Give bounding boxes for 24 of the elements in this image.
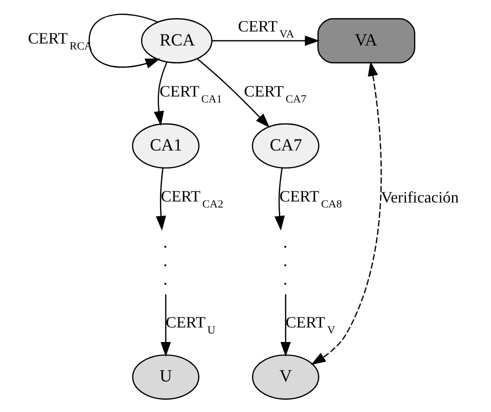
node-ellipse: CA7 [252, 122, 320, 168]
arrow [196, 58, 270, 128]
edge-label: CERT$_{CA8}$ [280, 188, 342, 210]
edge-label: CERT$_{CA1}$ [160, 82, 222, 105]
arrow [280, 294, 291, 356]
edge-label: CERT$_{VA}$ [238, 18, 294, 40]
arrow [154, 61, 168, 126]
arrow [311, 60, 382, 364]
node-ellipse: RCA [141, 18, 212, 63]
node-ellipse: U [132, 354, 200, 400]
node-ellipse: CA1 [132, 122, 200, 168]
arrow [160, 294, 171, 356]
node-ellipse: V [252, 354, 320, 400]
node-text: . . . [163, 232, 168, 288]
arrow [212, 35, 320, 46]
edge-label: Verificación [381, 189, 459, 206]
arrow [274, 167, 285, 230]
node-text: . . . [283, 232, 288, 288]
edge-label: CERT$_{CA2}$ [160, 188, 224, 210]
edge-label: CERT$_{CA7}$ [244, 82, 306, 105]
node-box: VA [317, 18, 416, 63]
arrow [88, 13, 160, 68]
edge-label: CERT$_{V}$ [286, 314, 336, 336]
arrow [156, 167, 166, 230]
